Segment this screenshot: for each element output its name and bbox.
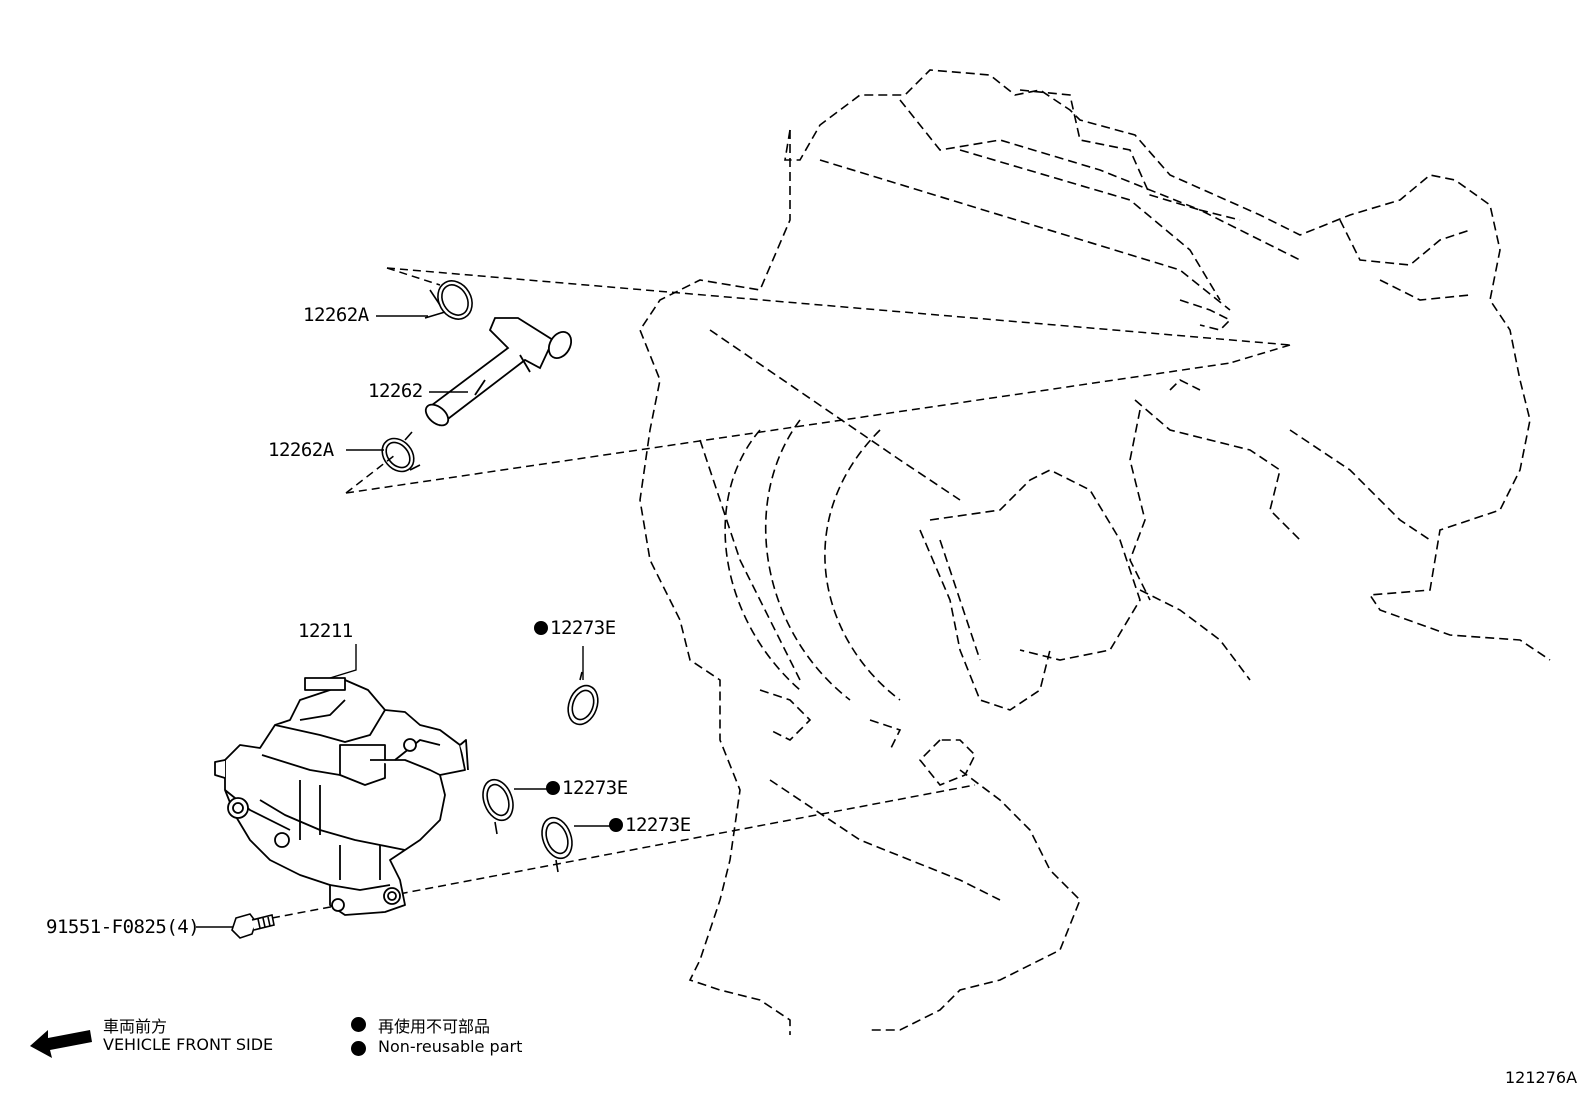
hose-clamp-lower <box>381 431 421 473</box>
callout-hose-clamp-lower: 12262A <box>268 439 334 461</box>
legend-nonreusable-en: Non-reusable part <box>378 1037 523 1056</box>
gasket-middle <box>482 778 514 835</box>
bolt <box>231 913 275 939</box>
legend-front-en: VEHICLE FRONT SIDE <box>103 1035 274 1054</box>
arrow-left-icon <box>30 1030 92 1058</box>
callout-hose-clamp-upper: 12262A <box>303 304 369 326</box>
filled-circle-icon <box>546 781 560 795</box>
callout-bolt: 91551-F0825(4) <box>46 916 200 938</box>
gasket-right <box>541 816 573 873</box>
callout-gasket-right-text: 12273E <box>625 814 691 836</box>
filled-circle-icon <box>351 1041 366 1056</box>
callout-gasket-top-text: 12273E <box>550 617 616 639</box>
legend-front-jp: 車両前方 <box>103 1017 168 1036</box>
filled-circle-icon <box>534 621 548 635</box>
callout-pump-assembly: 12211 <box>298 620 353 642</box>
hose <box>424 317 573 427</box>
engine-phantom-outline <box>639 69 1551 1035</box>
hose-leader-lines <box>345 267 1291 494</box>
callout-gasket-top: 12273E <box>534 617 616 639</box>
callout-hose: 12262 <box>368 380 423 402</box>
legend-nonreusable-jp: 再使用不可部品 <box>378 1017 491 1036</box>
hose-clamp-upper <box>424 280 473 320</box>
gasket-top <box>567 671 599 726</box>
pump-assembly <box>214 677 469 916</box>
filled-circle-icon <box>609 818 623 832</box>
figure-number: 121276A <box>1505 1068 1578 1087</box>
callout-gasket-middle: 12273E <box>546 777 628 799</box>
callout-gasket-right: 12273E <box>609 814 691 836</box>
callout-gasket-middle-text: 12273E <box>562 777 628 799</box>
filled-circle-icon <box>351 1017 366 1032</box>
